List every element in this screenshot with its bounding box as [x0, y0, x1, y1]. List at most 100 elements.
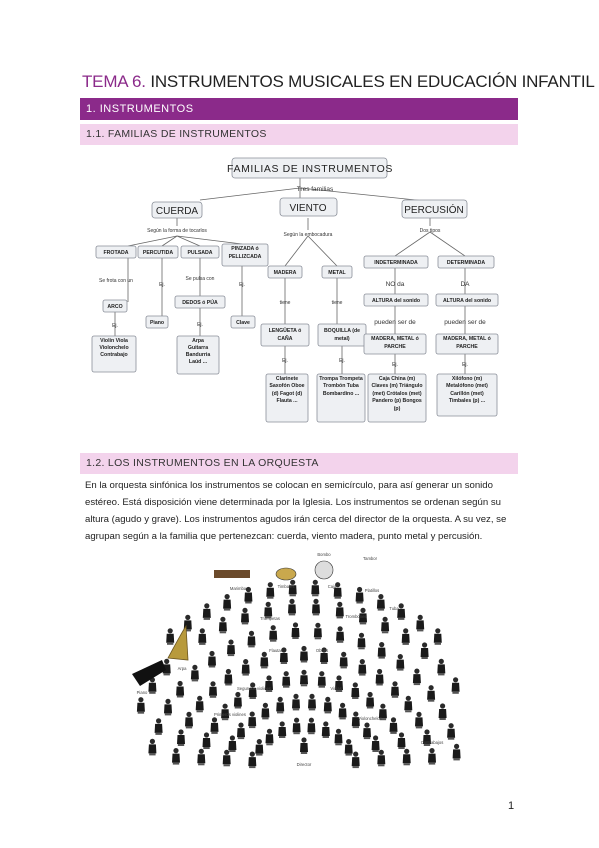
- node-altura-det: ALTURA del sonido: [443, 298, 491, 304]
- musician-figure: [237, 722, 245, 740]
- link-cuerda: Según la forma de tocarlos: [147, 228, 207, 234]
- label-violines1: Primeros violines: [214, 712, 246, 717]
- musicians: [136, 579, 461, 769]
- musician-figure: [420, 642, 429, 659]
- label-bombo: Bombo: [317, 552, 331, 557]
- musician-figure: [397, 732, 406, 749]
- musician-figure: [307, 717, 316, 735]
- node-lengueta: LENGÜETA ó CAÑA: [268, 328, 302, 342]
- musician-figure: [228, 735, 237, 752]
- node-percutida: PERCUTIDA: [143, 250, 174, 256]
- node-cuerda: CUERDA: [156, 206, 199, 217]
- musician-figure: [255, 739, 264, 756]
- label-trompetas: Trompetas: [260, 616, 280, 621]
- musician-figure: [166, 628, 175, 645]
- musician-figure: [195, 695, 204, 713]
- node-madera: MADERA: [274, 270, 297, 276]
- musician-figure: [344, 739, 353, 756]
- piano-icon: [132, 660, 166, 686]
- musician-figure: [358, 659, 367, 676]
- musician-figure: [260, 651, 269, 669]
- director-icon: [300, 737, 308, 754]
- node-dedos: DEDOS ó PÚA: [182, 299, 218, 306]
- label-arpa: Arpa: [178, 666, 188, 671]
- label-piano: Piano: [137, 690, 148, 695]
- node-indeterminada-examples: Caja China (m) Claves (m) Triángulo (met…: [371, 376, 423, 412]
- musician-figure: [447, 723, 456, 740]
- musician-figure: [164, 698, 172, 716]
- musician-figure: [366, 691, 375, 709]
- page-number: 1: [508, 800, 515, 812]
- musician-figure: [312, 598, 320, 616]
- musician-figure: [433, 628, 442, 645]
- musician-figure: [438, 703, 447, 720]
- section-heading-1: 1. INSTRUMENTOS: [80, 98, 518, 120]
- node-boquilla: BOQUILLA (de metal): [323, 328, 361, 342]
- musician-figure: [172, 748, 180, 765]
- musician-figure: [198, 628, 207, 645]
- node-metal-examples: Trompa Trompeta Trombón Tuba Bombardino …: [319, 376, 363, 397]
- musician-figure: [278, 721, 287, 738]
- musician-figure: [288, 598, 296, 616]
- link-tres-familias: Tres familias: [297, 186, 334, 193]
- node-arco: ARCO: [107, 304, 122, 310]
- musician-figure: [185, 711, 193, 729]
- musician-figure: [300, 645, 308, 663]
- label-oboes: Oboes: [316, 648, 328, 653]
- label-violines2: Segundos violines: [237, 686, 271, 691]
- musician-figure: [415, 711, 423, 729]
- link-tiene-madera: tiene: [280, 300, 291, 306]
- musician-figure: [282, 671, 291, 688]
- musician-figure: [291, 622, 300, 639]
- node-madera-examples: Clarinete Saxofón Oboe (d) Fagot (d) Fla…: [269, 376, 305, 405]
- node-pinzada: PINZADA ó PELLIZCADA: [228, 246, 262, 260]
- label-platillos: Platillos: [365, 588, 379, 593]
- arpa-icon: [167, 624, 189, 661]
- label-timbales: Timbales: [278, 584, 295, 589]
- link-tiene-metal: tiene: [332, 300, 343, 306]
- node-clave: Clave: [236, 320, 250, 326]
- musician-figure: [136, 697, 145, 714]
- musician-figure: [197, 748, 206, 766]
- musician-figure: [401, 628, 410, 645]
- musician-figure: [233, 691, 242, 709]
- link-pueden-det: pueden ser de: [444, 319, 486, 326]
- link-pulsada: Se pulsa con: [186, 276, 215, 282]
- musician-figure: [427, 685, 436, 702]
- musician-figure: [202, 603, 211, 620]
- musician-figure: [412, 668, 421, 686]
- musician-figure: [363, 722, 371, 740]
- musician-figure: [437, 658, 446, 676]
- musician-figure: [416, 614, 425, 632]
- label-violas: Violas: [330, 686, 341, 691]
- link-pueden-ind: pueden ser de: [374, 319, 416, 326]
- musician-figure: [218, 616, 227, 634]
- musician-figure: [335, 601, 344, 619]
- musician-figure: [202, 732, 211, 749]
- musician-figure: [351, 751, 360, 769]
- musician-figure: [176, 680, 185, 698]
- marimba-icon: [214, 570, 250, 578]
- musician-figure: [154, 718, 163, 735]
- musician-figure: [377, 749, 386, 767]
- title-number: TEMA 6.: [82, 72, 146, 91]
- node-pulsada: PULSADA: [187, 250, 212, 256]
- section-heading-1-1: 1.1. FAMILIAS DE INSTRUMENTOS: [80, 124, 518, 145]
- node-root: FAMILIAS DE INSTRUMENTOS: [227, 163, 393, 175]
- musician-figure: [371, 735, 380, 752]
- musician-figure: [292, 717, 301, 735]
- link-da: DA: [460, 281, 470, 288]
- musician-figure: [266, 582, 275, 599]
- concept-map: FAMILIAS DE INSTRUMENTOS CUERDA VIENTO P…: [91, 157, 499, 423]
- label-tuba: Tuba: [389, 606, 399, 611]
- link-ej-dedos: Ej.: [197, 322, 203, 328]
- node-mmp-det: MADERA, METAL ó PARCHE: [443, 336, 491, 350]
- node-pulsada-examples: Arpa Guitarra Bandurria Laúd ...: [185, 338, 211, 365]
- musician-figure: [248, 711, 257, 729]
- musician-figure: [210, 717, 219, 734]
- node-metal: METAL: [328, 270, 346, 276]
- node-viento: VIENTO: [289, 203, 326, 214]
- node-percusion: PERCUSIÓN: [404, 203, 463, 216]
- timbales-icon: [275, 567, 297, 581]
- section-heading-1-2: 1.2. LOS INSTRUMENTOS EN LA ORQUESTA: [80, 453, 518, 474]
